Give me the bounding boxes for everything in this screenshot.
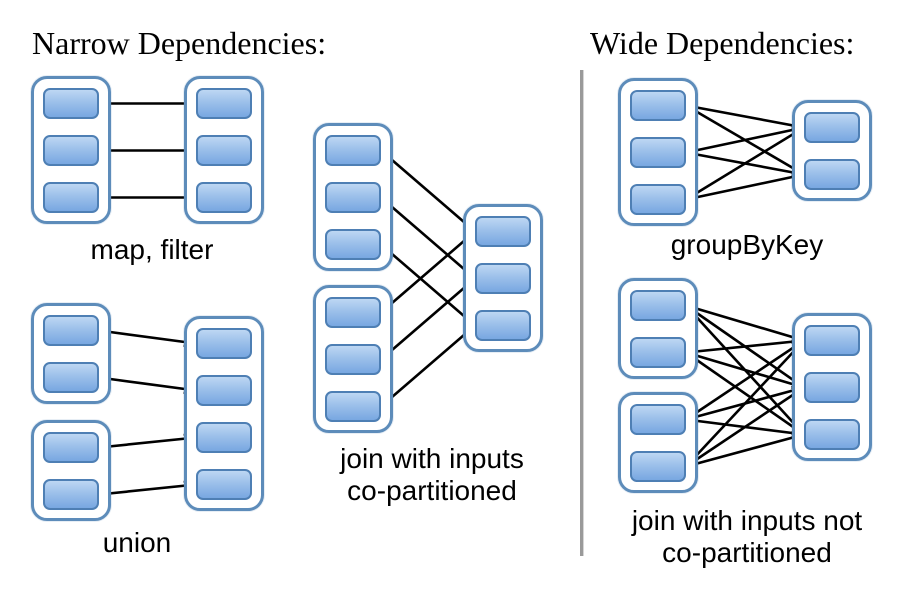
partition [325, 344, 381, 375]
partition [475, 263, 531, 294]
dependency-arrow [98, 433, 197, 449]
dependency-arrow [685, 304, 805, 342]
partition [804, 325, 860, 356]
dependency-arrow [685, 151, 805, 178]
rdd-group-join_not_co_partitioned-b [618, 392, 698, 493]
dependency-arrow [685, 104, 805, 131]
partition [804, 372, 860, 403]
diagram-label-group_by_key: groupByKey [670, 229, 824, 260]
dependency-arrow [685, 104, 805, 176]
dependency-arrow [685, 339, 805, 468]
partition [196, 88, 252, 119]
diagram-label-union: union [102, 527, 172, 558]
rdd-group-union-out [184, 316, 264, 511]
dependency-arrow [380, 277, 476, 361]
partition [325, 229, 381, 260]
dependency-arrow [98, 329, 197, 347]
rdd-group-join_co_partitioned-out [463, 204, 543, 352]
rdd-group-join_not_co_partitioned-a [618, 278, 698, 379]
diagram-label-map_filter: map, filter [90, 234, 214, 265]
partition [475, 310, 531, 341]
dependency-arrow [685, 432, 805, 468]
partition [196, 422, 252, 453]
section-divider-line [580, 70, 583, 556]
partition [43, 182, 99, 213]
dependency-arrow [685, 351, 805, 436]
rdd-group-map_filter-a [31, 76, 111, 224]
partition [43, 88, 99, 119]
partition [325, 297, 381, 328]
partition [325, 182, 381, 213]
rdd-group-union-b [31, 420, 111, 521]
dependency-arrow [98, 376, 197, 394]
dependency-arrow [98, 480, 197, 496]
diagram-label-join_not_co_partitioned: join with inputs not co-partitioned [631, 505, 863, 568]
partition [43, 315, 99, 346]
wide-dependencies-title: Wide Dependencies: [590, 25, 855, 61]
dependency-arrow [685, 125, 805, 154]
partition [475, 216, 531, 247]
partition [804, 159, 860, 190]
partition [196, 182, 252, 213]
partition [43, 432, 99, 463]
partition [630, 337, 686, 368]
dependency-arrow [685, 126, 805, 201]
dependency-arrow [380, 230, 476, 314]
rdd-group-union-a [31, 303, 111, 404]
partition [325, 135, 381, 166]
partition [43, 135, 99, 166]
partition [630, 184, 686, 215]
partition [43, 479, 99, 510]
partition [804, 112, 860, 143]
dependency-arrow [380, 324, 476, 408]
dependency-arrow [685, 336, 805, 354]
partition [196, 469, 252, 500]
dependency-arrow [685, 351, 805, 389]
dependency-arrow [685, 386, 805, 468]
dependency-arrow [685, 418, 805, 438]
dependency-arrow [380, 149, 476, 233]
partition [43, 362, 99, 393]
partition [196, 328, 252, 359]
partition [196, 135, 252, 166]
partition [804, 419, 860, 450]
partition [630, 451, 686, 482]
narrow-dependencies-title: Narrow Dependencies: [32, 25, 327, 61]
dependency-arrow [380, 196, 476, 280]
diagram-label-join_co_partitioned: join with inputs co-partitioned [340, 443, 524, 506]
dependency-arrow [685, 304, 805, 436]
dependency-arrow [685, 304, 805, 389]
partition [630, 90, 686, 121]
partition [630, 290, 686, 321]
rdd-group-group_by_key-out [792, 100, 872, 201]
dependency-arrow [685, 385, 805, 421]
partition [630, 404, 686, 435]
rdd-group-group_by_key-a [618, 78, 698, 226]
dependency-arrow [380, 243, 476, 327]
partition [630, 137, 686, 168]
rdd-group-map_filter-out [184, 76, 264, 224]
partition [196, 375, 252, 406]
dependency-arrow [685, 339, 805, 421]
rdd-group-join_not_co_partitioned-out [792, 313, 872, 461]
rdd-group-join_co_partitioned-a [313, 123, 393, 271]
rdd-group-join_co_partitioned-b [313, 285, 393, 433]
partition [325, 391, 381, 422]
dependency-arrow [685, 172, 805, 201]
